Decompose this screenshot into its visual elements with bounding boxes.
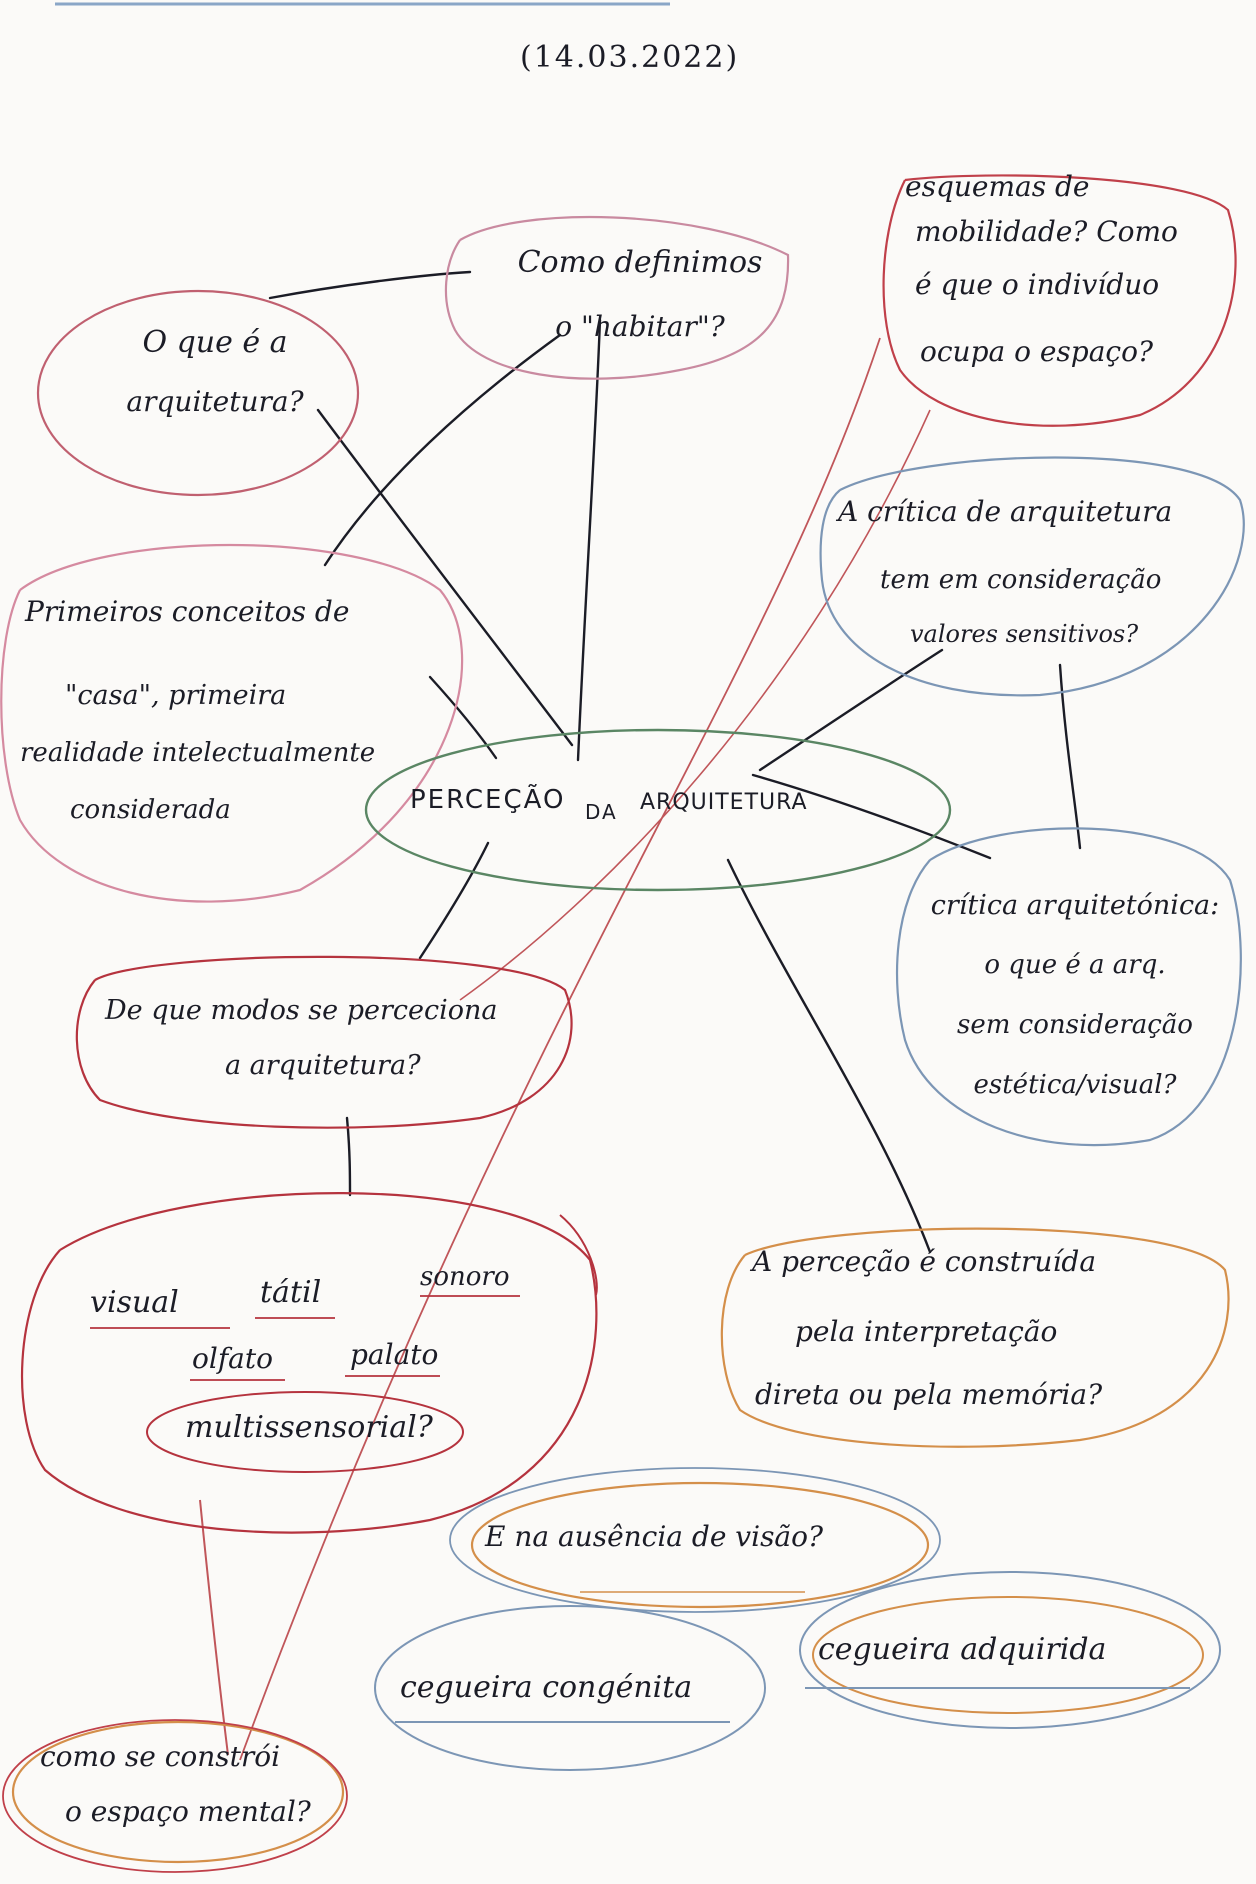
node-o-que-e-a-line2: arquitetura? <box>126 385 304 418</box>
bubble-ausencia-blue <box>449 1467 941 1613</box>
bubble-espaco-mental-orange <box>11 1720 345 1864</box>
bubble-espaco-mental-red <box>2 1719 348 1873</box>
node-critica-valores-line3: valores sensitivos? <box>910 620 1139 648</box>
node-primeiros-line2: "casa", primeira <box>65 680 287 711</box>
node-congenita: cegueira congénita <box>400 1670 693 1705</box>
red-connector-multi-mental <box>199 1499 229 1756</box>
node-esquemas-line3: é que o indivíduo <box>915 268 1160 301</box>
node-critica-arquitetonica-line2: o que é a arq. <box>984 950 1166 980</box>
node-espaco-mental-line1: como se constrói <box>40 1740 281 1773</box>
node-esquemas-line4: ocupa o espaço? <box>920 335 1153 368</box>
bubble-adquirida-orange <box>812 1596 1204 1714</box>
node-percecao-construida-line3: direta ou pela memória? <box>755 1378 1103 1411</box>
bubble-congenita <box>374 1605 766 1771</box>
date-label: (14.03.2022) <box>520 40 740 75</box>
bubble-critica-valores <box>819 456 1245 697</box>
bubble-multissensorial <box>146 1391 464 1473</box>
bubble-modos <box>75 955 573 1129</box>
sense-sonoro: sonoro <box>420 1262 510 1292</box>
bubble-primeiros-conceitos <box>0 543 464 903</box>
node-percecao-construida-line1: A perceção é construída <box>752 1245 1097 1278</box>
sentidos-underlines <box>90 1295 520 1381</box>
node-como-definimos-line1: Como definimos <box>517 245 763 280</box>
node-modos-line2: a arquitetura? <box>225 1050 421 1081</box>
bubble-sentidos-tail <box>559 1214 598 1296</box>
node-esquemas-line1: esquemas de <box>905 170 1090 203</box>
connector-center-arquitetonica <box>751 773 992 860</box>
node-critica-valores-line1: A crítica de arquitetura <box>838 495 1173 528</box>
node-adquirida: cegueira adquirida <box>818 1632 1107 1667</box>
node-modos-line1: De que modos se perceciona <box>105 995 498 1026</box>
bubble-esquemas <box>882 174 1237 427</box>
node-percecao-construida-line2: pela interpretação <box>795 1315 1058 1348</box>
node-critica-arquitetonica-line1: crítica arquitetónica: <box>930 890 1220 921</box>
node-ausencia: E na ausência de visão? <box>485 1520 823 1553</box>
node-critica-arquitetonica-line4: estética/visual? <box>973 1070 1177 1100</box>
connector-center-percecao <box>726 858 932 1254</box>
node-critica-valores-line2: tem em consideração <box>880 565 1162 595</box>
connector-habitar-center <box>576 318 602 762</box>
connector-habitar-primeiros <box>323 333 562 567</box>
red-cross-connector <box>239 337 881 1761</box>
bubble-como-definimos <box>444 215 790 380</box>
node-como-definimos-line2: o "habitar"? <box>555 310 725 343</box>
center-label-left: PERCEÇÃO <box>410 785 566 815</box>
sense-olfato: olfato <box>192 1342 273 1375</box>
connector-critica-center <box>758 648 944 772</box>
sense-multissensorial: multissensorial? <box>185 1410 433 1445</box>
connector-center-modos <box>418 841 490 960</box>
sense-palato: palato <box>350 1338 439 1371</box>
sense-visual: visual <box>90 1285 179 1320</box>
node-primeiros-line3: realidade intelectualmente <box>20 738 376 768</box>
connector-oque-center <box>316 408 574 747</box>
node-primeiros-line4: considerada <box>70 795 231 825</box>
bubble-adquirida-blue <box>799 1571 1221 1729</box>
connector-modos-sentidos <box>345 1116 352 1197</box>
bubble-sentidos <box>20 1192 598 1534</box>
node-primeiros-line1: Primeiros conceitos de <box>25 595 350 628</box>
node-o-que-e-a-line1: O que é a <box>142 325 288 360</box>
connector-oque-habitar <box>268 270 472 300</box>
bubble-percecao-construida <box>720 1227 1230 1448</box>
bubble-o-que-e-a-arquitetura <box>36 289 360 497</box>
sense-tatil: tátil <box>260 1275 322 1310</box>
red-cross-connector-2 <box>459 409 931 1001</box>
center-label-right: ARQUITETURA <box>640 790 808 815</box>
connector-primeiros-center <box>428 675 498 760</box>
center-label-mid: DA <box>585 800 618 824</box>
ink-connectors <box>268 270 1082 1254</box>
node-esquemas-line2: mobilidade? Como <box>915 215 1178 248</box>
node-espaco-mental-line2: o espaço mental? <box>65 1795 311 1828</box>
bubble-center-percecao <box>364 728 952 892</box>
node-critica-arquitetonica-line3: sem consideração <box>957 1010 1193 1040</box>
bubble-ausencia-orange <box>470 1481 930 1609</box>
bubble-critica-arquitetonica <box>895 827 1242 1147</box>
